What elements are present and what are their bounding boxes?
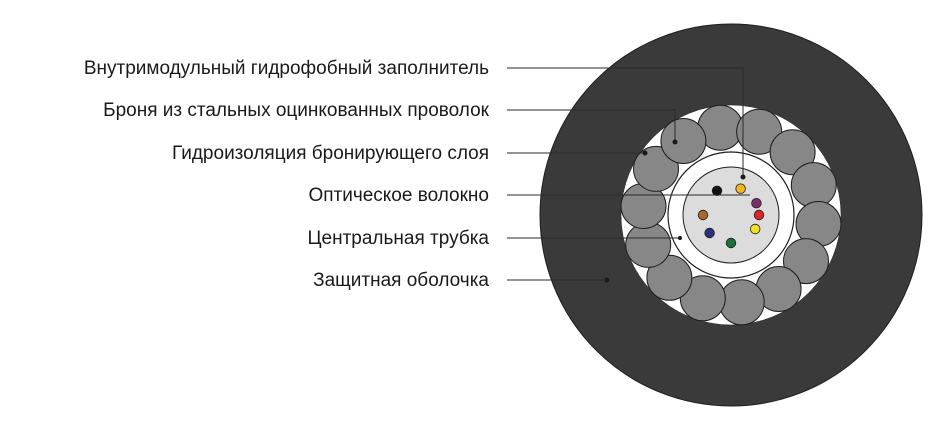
leader-dot-filler: [740, 174, 746, 180]
cable-cross-section: [539, 23, 923, 407]
label-filler: Внутримодульный гидрофобный заполнитель: [84, 58, 489, 79]
armor-wire: [633, 145, 679, 192]
armor-wire: [660, 118, 707, 164]
optical-fiber: [753, 209, 765, 221]
optical-fiber: [750, 223, 761, 235]
armor-wire: [769, 129, 816, 176]
optical-fiber: [735, 183, 746, 194]
label-optical-fiber: Оптическое волокно: [308, 185, 489, 206]
leader-line-armor: [507, 109, 676, 142]
armor-wire: [646, 254, 693, 301]
label-armor: Броня из стальных оцинкованных проволок: [103, 100, 490, 121]
armor-wire: [718, 279, 765, 326]
optical-fibers: [697, 183, 765, 249]
armor-wire: [679, 275, 726, 322]
leader-dot-armor: [672, 139, 678, 145]
label-waterproofing: Гидроизоляция бронирующего слоя: [172, 143, 489, 164]
optical-fiber: [704, 227, 715, 239]
steel-armor-wires: [620, 104, 842, 326]
armor-wire: [736, 108, 783, 155]
armor-wire: [783, 238, 829, 285]
leader-dot-central-tube: [678, 236, 682, 240]
optical-fiber: [697, 209, 709, 221]
optical-fiber: [725, 237, 737, 249]
label-protective-sheath: Защитная оболочка: [313, 270, 489, 291]
leader-dot-waterproofing: [642, 150, 648, 156]
label-central-tube: Центральная трубка: [307, 228, 489, 249]
labels: Внутримодульный гидрофобный заполнитель …: [84, 58, 490, 291]
leader-line-filler: [507, 67, 744, 177]
hydrophobic-filler: [682, 166, 780, 264]
leader-lines: [507, 67, 750, 283]
optical-fiber: [751, 197, 762, 209]
leader-dot-protective-sheath: [604, 277, 610, 283]
armor-wire: [790, 162, 837, 209]
armor-wire: [625, 221, 672, 268]
optical-fiber: [711, 185, 723, 197]
